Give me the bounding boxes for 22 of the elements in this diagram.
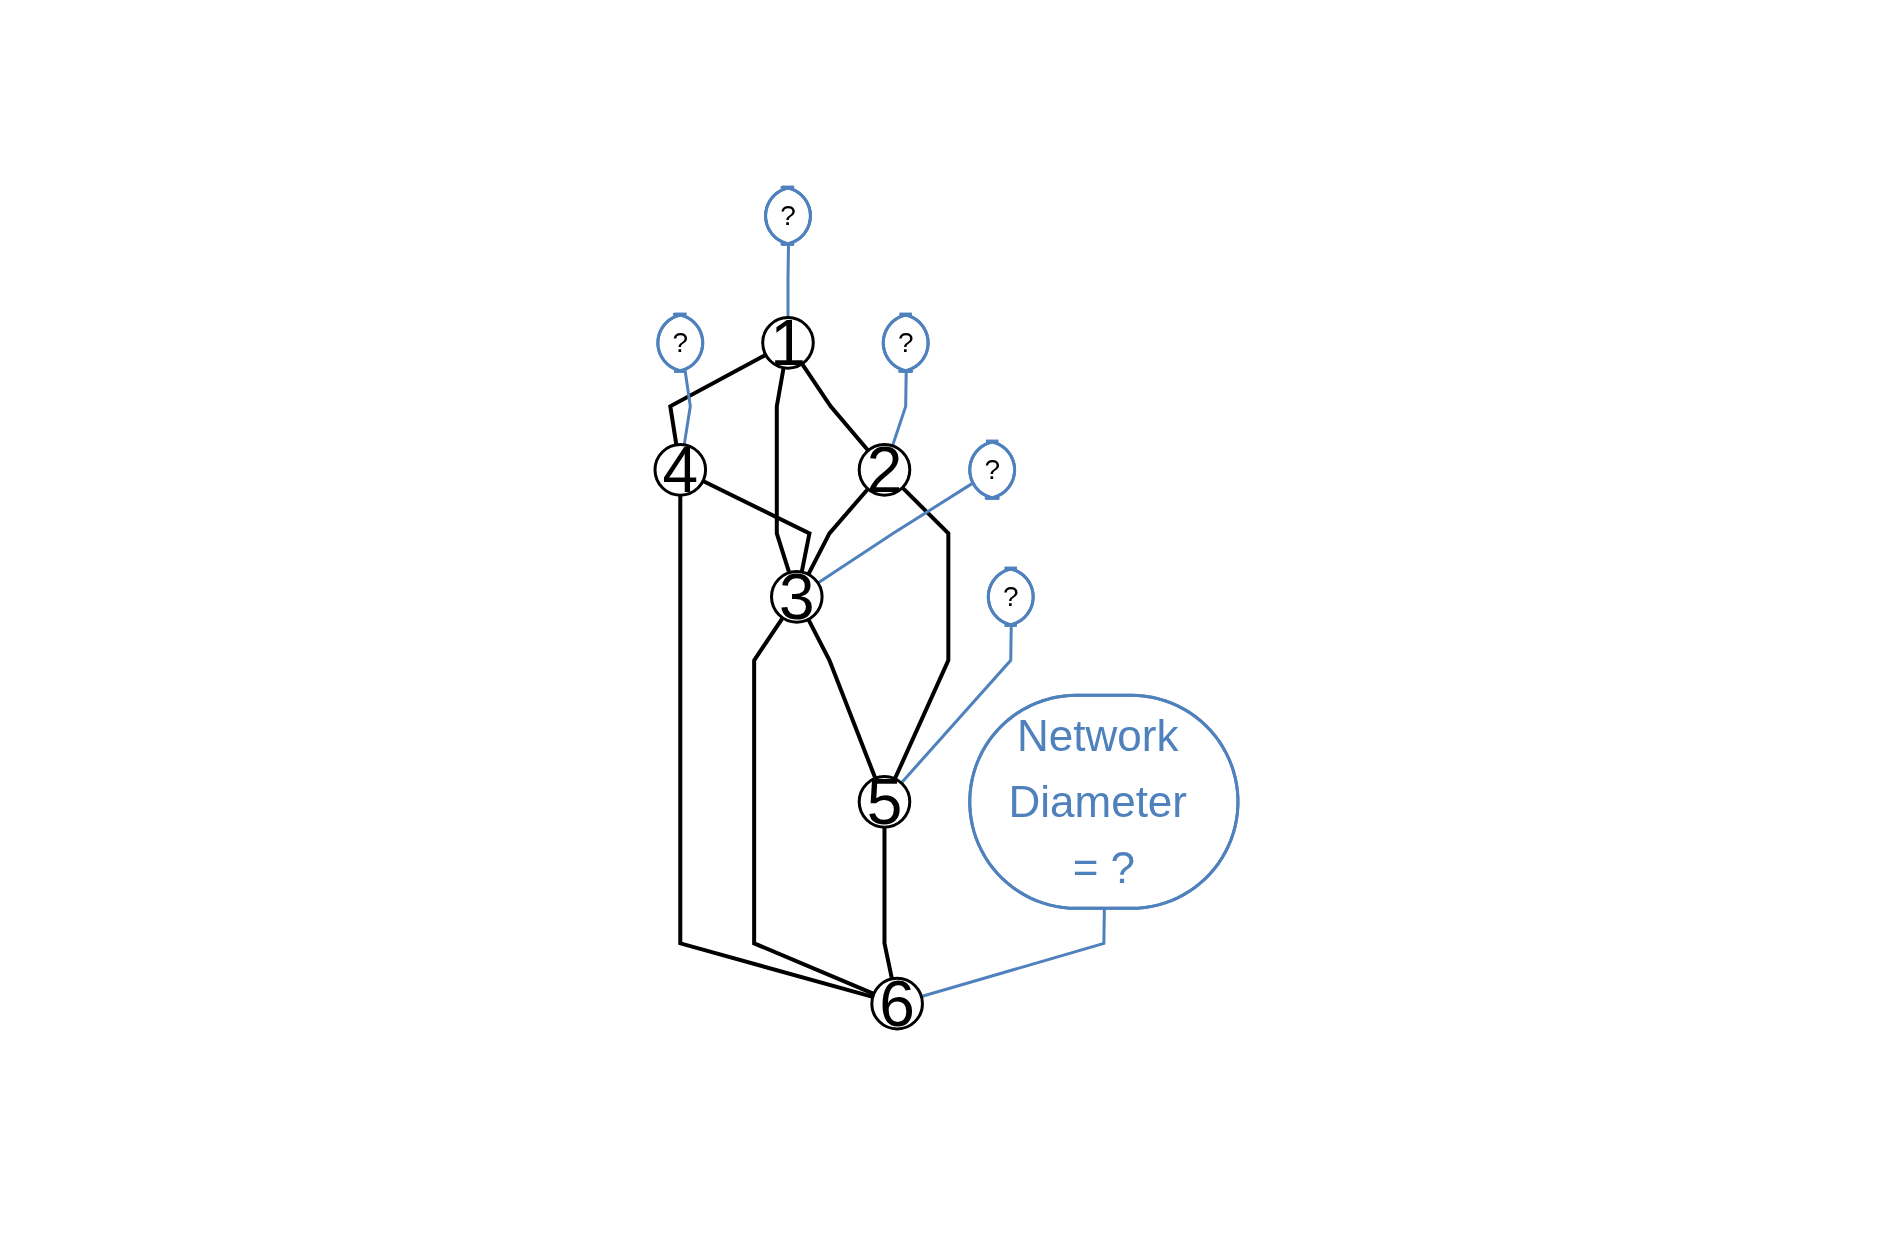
- connector: [682, 371, 692, 446]
- connector: [882, 827, 894, 980]
- connector: [667, 353, 767, 446]
- connector: [751, 616, 875, 996]
- connector: [892, 486, 950, 780]
- connector: [786, 244, 790, 318]
- node-circle: 5: [857, 775, 911, 829]
- connector: [677, 495, 873, 999]
- node-circle: 3: [769, 570, 824, 624]
- connector: [920, 908, 1106, 998]
- connector: [890, 371, 908, 447]
- connector: [806, 618, 877, 779]
- connector: [806, 487, 869, 576]
- connector: [899, 625, 1013, 784]
- node-circle: 6: [869, 976, 924, 1031]
- node-circle: 4: [653, 443, 707, 497]
- connector: [701, 479, 812, 573]
- node-circle: 2: [857, 443, 911, 497]
- connector: [816, 481, 974, 585]
- connector: [774, 367, 791, 574]
- node-circle: 1: [760, 316, 815, 370]
- connector: [799, 362, 870, 452]
